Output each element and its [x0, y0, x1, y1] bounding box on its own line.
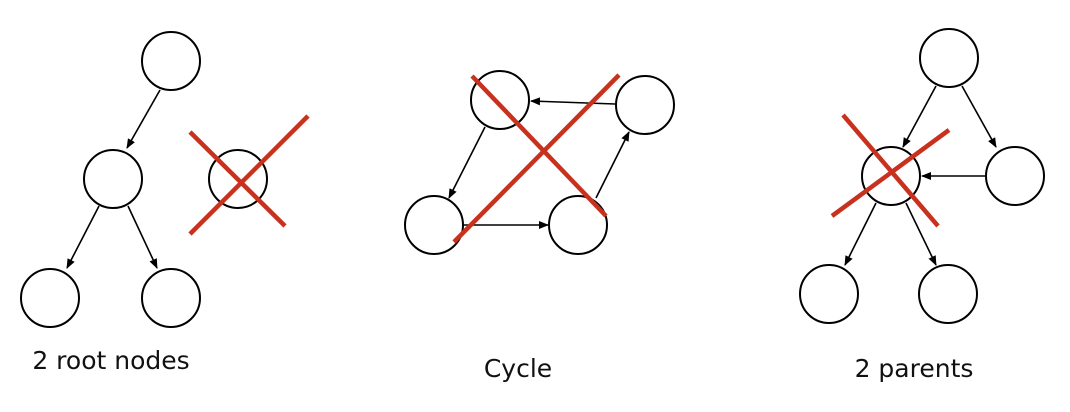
- node-top-right: [615, 75, 675, 135]
- node-leaf-left: [799, 264, 859, 324]
- node-bottom-left: [404, 195, 464, 255]
- caption-cycle: Cycle: [484, 354, 552, 383]
- edge: [448, 126, 486, 199]
- cross-mark: [470, 74, 608, 218]
- panel-two-root-nodes: 2 root nodes: [20, 31, 310, 375]
- node-leaf-right: [918, 264, 978, 324]
- caption-two-root-nodes: 2 root nodes: [32, 346, 189, 375]
- node-leaf-left: [20, 268, 80, 328]
- cross-mark: [188, 130, 287, 228]
- edge: [127, 205, 158, 269]
- edge: [902, 85, 937, 148]
- node-top-left: [470, 70, 530, 130]
- edge: [961, 85, 997, 148]
- cross-mark: [188, 114, 310, 236]
- node-root: [141, 31, 201, 91]
- edge: [905, 202, 937, 266]
- node-child: [83, 149, 143, 209]
- node-root: [919, 28, 979, 88]
- panel-cycle: Cycle: [404, 70, 675, 383]
- edge: [595, 131, 630, 199]
- panel-two-parents: 2 parents: [799, 28, 1045, 383]
- node-leaf-right: [141, 268, 201, 328]
- edge: [126, 89, 161, 149]
- cross-mark: [452, 73, 621, 244]
- node-right-parent: [985, 146, 1045, 206]
- caption-two-parents: 2 parents: [855, 354, 974, 383]
- edge: [844, 202, 877, 266]
- node-bottom-right: [548, 195, 608, 255]
- edge: [66, 205, 100, 269]
- edge: [530, 97, 616, 106]
- cross-mark: [830, 128, 951, 218]
